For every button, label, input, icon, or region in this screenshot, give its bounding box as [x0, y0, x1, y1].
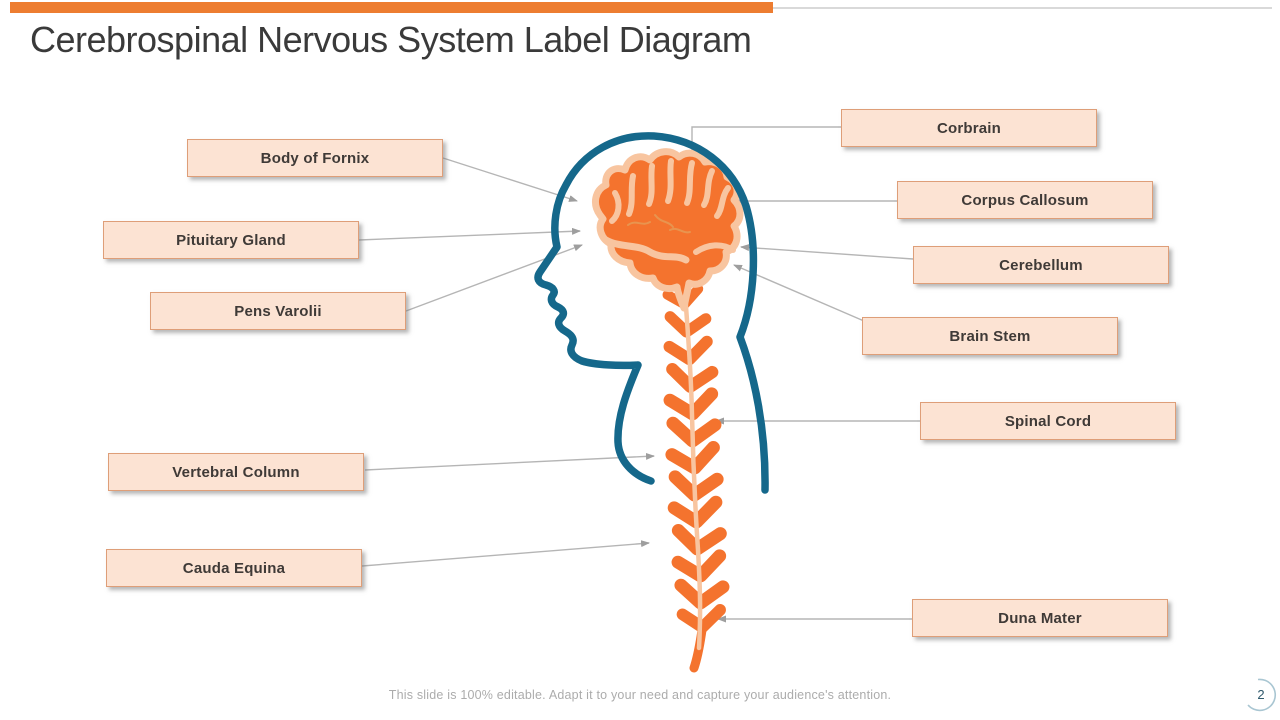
label-box-corbrain: Corbrain: [841, 109, 1097, 147]
label-text: Brain Stem: [949, 327, 1031, 345]
label-text: Corpus Callosum: [961, 191, 1089, 209]
label-box-corpus-callosum: Corpus Callosum: [897, 181, 1153, 219]
brain-detail: [669, 227, 691, 234]
connector-body-of-fornix: [442, 157, 578, 202]
brain-fissure: [602, 236, 690, 264]
label-box-cauda-equina: Cauda Equina: [106, 549, 362, 587]
spinal-column: [662, 263, 730, 673]
brain-sulcus: [714, 185, 731, 219]
label-box-duna-mater: Duna Mater: [912, 599, 1168, 637]
brain: [591, 148, 744, 312]
label-text: Body of Fornix: [260, 149, 370, 167]
label-box-pituitary-gland: Pituitary Gland: [103, 221, 359, 259]
label-box-pens-varolii: Pens Varolii: [150, 292, 406, 330]
page-number: 2: [1257, 687, 1265, 702]
brain-detail: [627, 221, 651, 226]
connector-vertebral-column: [364, 452, 655, 471]
label-text: Cauda Equina: [182, 559, 286, 577]
label-box-spinal-cord: Spinal Cord: [920, 402, 1176, 440]
label-text: Spinal Cord: [1004, 412, 1092, 430]
accent-bar: [10, 2, 773, 13]
brain-detail: [654, 214, 674, 228]
label-text: Vertebral Column: [172, 463, 300, 481]
brain-sulcus: [646, 163, 655, 207]
connector-cerebellum: [740, 244, 914, 260]
page-title: Cerebrospinal Nervous System Label Diagr…: [30, 19, 752, 60]
spinal-cord-line: [680, 263, 703, 651]
page-number-badge: 2: [1245, 678, 1279, 712]
label-box-brain-stem: Brain Stem: [862, 317, 1118, 355]
label-box-cerebellum: Cerebellum: [913, 246, 1169, 284]
page-number-circle: [1247, 678, 1277, 712]
connector-cauda-equina: [361, 540, 650, 567]
cerebellum-divider: [693, 242, 736, 255]
label-box-body-of-fornix: Body of Fornix: [187, 139, 443, 177]
label-text: Corbrain: [936, 119, 1002, 137]
brain-sulcus: [609, 190, 622, 224]
label-text: Pituitary Gland: [176, 231, 286, 249]
brain-sulcus: [684, 160, 695, 206]
label-box-vertebral-column: Vertebral Column: [108, 453, 364, 491]
head-outline: [534, 132, 769, 494]
footer-note: This slide is 100% editable. Adapt it to…: [388, 688, 892, 702]
label-text: Cerebellum: [999, 256, 1083, 274]
brain-sulcus: [665, 158, 674, 204]
brain-sulcus: [626, 173, 636, 217]
label-text: Duna Mater: [998, 609, 1082, 627]
connector-pituitary-gland: [358, 227, 581, 241]
label-text: Pens Varolii: [234, 302, 322, 320]
brain-sulcus: [701, 168, 715, 208]
